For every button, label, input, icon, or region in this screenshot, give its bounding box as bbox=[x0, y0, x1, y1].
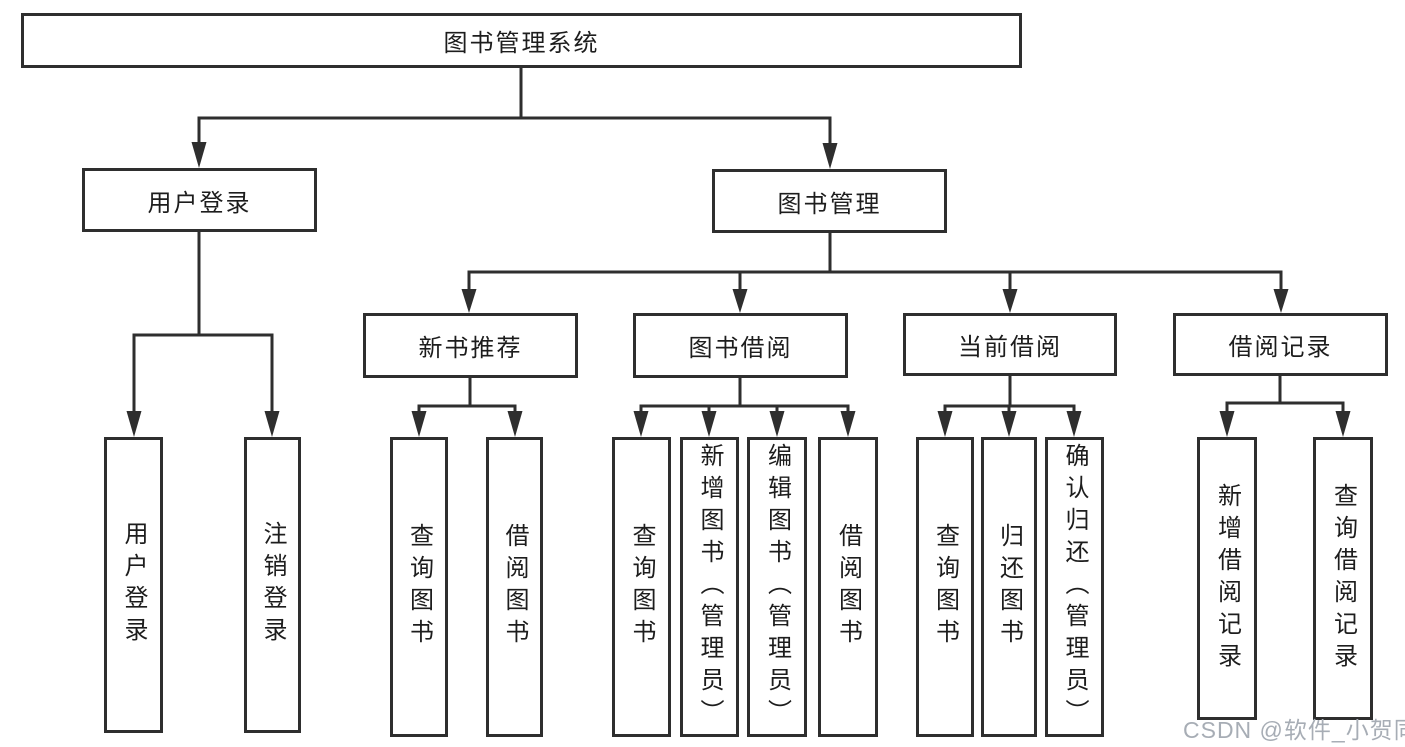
leaf-edit-books-admin: 编辑图书（管理员） bbox=[747, 437, 807, 737]
leaf-query-books: 查询图书 bbox=[916, 437, 974, 737]
arrowhead bbox=[769, 411, 785, 437]
node-label: 图书管理 bbox=[777, 190, 882, 218]
csdn-watermark: CSDN @软件_小贺同学 bbox=[1183, 717, 1405, 743]
leaf-logout: 注销登录 bbox=[244, 437, 301, 733]
edge-current-to-leaves bbox=[943, 376, 1076, 413]
leaf-return-books: 归还图书 bbox=[981, 437, 1037, 737]
node-borrowing-records: 借阅记录 bbox=[1173, 313, 1388, 376]
node-label: 用户登录 bbox=[147, 189, 252, 217]
leaf-label: 确认归还（管理员） bbox=[1061, 443, 1088, 731]
arrowhead bbox=[264, 411, 280, 437]
leaf-user-login: 用户登录 bbox=[104, 437, 163, 733]
arrowhead bbox=[1335, 411, 1351, 437]
leaf-label: 查询图书 bbox=[931, 523, 959, 651]
node-label: 借阅记录 bbox=[1228, 334, 1333, 361]
leaf-query-borrow-record: 查询借阅记录 bbox=[1313, 437, 1373, 720]
arrowhead bbox=[1002, 289, 1018, 313]
connector-strokes bbox=[132, 68, 1345, 413]
leaf-borrow-books: 借阅图书 bbox=[818, 437, 878, 737]
arrowhead bbox=[126, 411, 142, 437]
leaf-label: 新增借阅记录 bbox=[1213, 482, 1241, 675]
node-current-borrowing: 当前借阅 bbox=[903, 313, 1117, 376]
node-label: 图书管理系统 bbox=[443, 30, 600, 57]
edge-records-to-leaves bbox=[1225, 376, 1345, 413]
leaf-confirm-return-admin: 确认归还（管理员） bbox=[1045, 437, 1104, 737]
leaf-label: 新增图书（管理员） bbox=[696, 443, 723, 731]
leaf-query-books: 查询图书 bbox=[612, 437, 671, 737]
arrowhead bbox=[1219, 411, 1235, 437]
arrowhead bbox=[732, 289, 748, 313]
leaf-query-books: 查询图书 bbox=[390, 437, 448, 737]
arrowhead bbox=[461, 289, 477, 313]
node-library-management-system: 图书管理系统 bbox=[21, 13, 1022, 68]
node-book-management: 图书管理 bbox=[712, 169, 947, 233]
leaf-label: 用户登录 bbox=[120, 521, 147, 649]
node-new-book-recommendation: 新书推荐 bbox=[363, 313, 578, 378]
leaf-label: 查询图书 bbox=[628, 523, 655, 651]
arrowhead bbox=[840, 411, 856, 437]
arrowhead bbox=[822, 143, 838, 169]
leaf-label: 归还图书 bbox=[995, 523, 1023, 651]
arrowhead bbox=[1273, 289, 1289, 313]
leaf-label: 查询借阅记录 bbox=[1329, 482, 1357, 675]
edge-bookmgmt-to-level3 bbox=[467, 233, 1283, 290]
node-user-login: 用户登录 bbox=[82, 168, 317, 232]
edge-root-to-level2 bbox=[197, 68, 832, 145]
arrowhead bbox=[411, 411, 427, 437]
arrowhead bbox=[1066, 411, 1082, 437]
node-book-borrowing: 图书借阅 bbox=[633, 313, 848, 378]
leaf-label: 借阅图书 bbox=[834, 523, 862, 651]
arrowhead bbox=[937, 411, 953, 437]
leaf-add-books-admin: 新增图书（管理员） bbox=[680, 437, 739, 737]
node-label: 当前借阅 bbox=[958, 334, 1062, 361]
edge-newbooks-to-leaves bbox=[417, 378, 517, 413]
leaf-label: 查询图书 bbox=[405, 523, 433, 651]
connector-arrowheads bbox=[126, 142, 1351, 437]
leaf-label: 编辑图书（管理员） bbox=[763, 443, 791, 731]
arrowhead bbox=[633, 411, 649, 437]
edge-userlogin-to-leaves bbox=[132, 232, 274, 413]
node-label: 新书推荐 bbox=[418, 335, 523, 362]
leaf-label: 借阅图书 bbox=[501, 523, 528, 651]
arrowhead bbox=[507, 411, 523, 437]
leaf-add-borrow-record: 新增借阅记录 bbox=[1197, 437, 1257, 720]
arrowhead bbox=[701, 411, 717, 437]
arrowhead bbox=[1001, 411, 1017, 437]
node-label: 图书借阅 bbox=[688, 335, 793, 362]
edge-borrow-to-leaves bbox=[639, 378, 850, 413]
leaf-borrow-books: 借阅图书 bbox=[486, 437, 543, 737]
arrowhead bbox=[191, 142, 207, 168]
leaf-label: 注销登录 bbox=[259, 521, 286, 649]
